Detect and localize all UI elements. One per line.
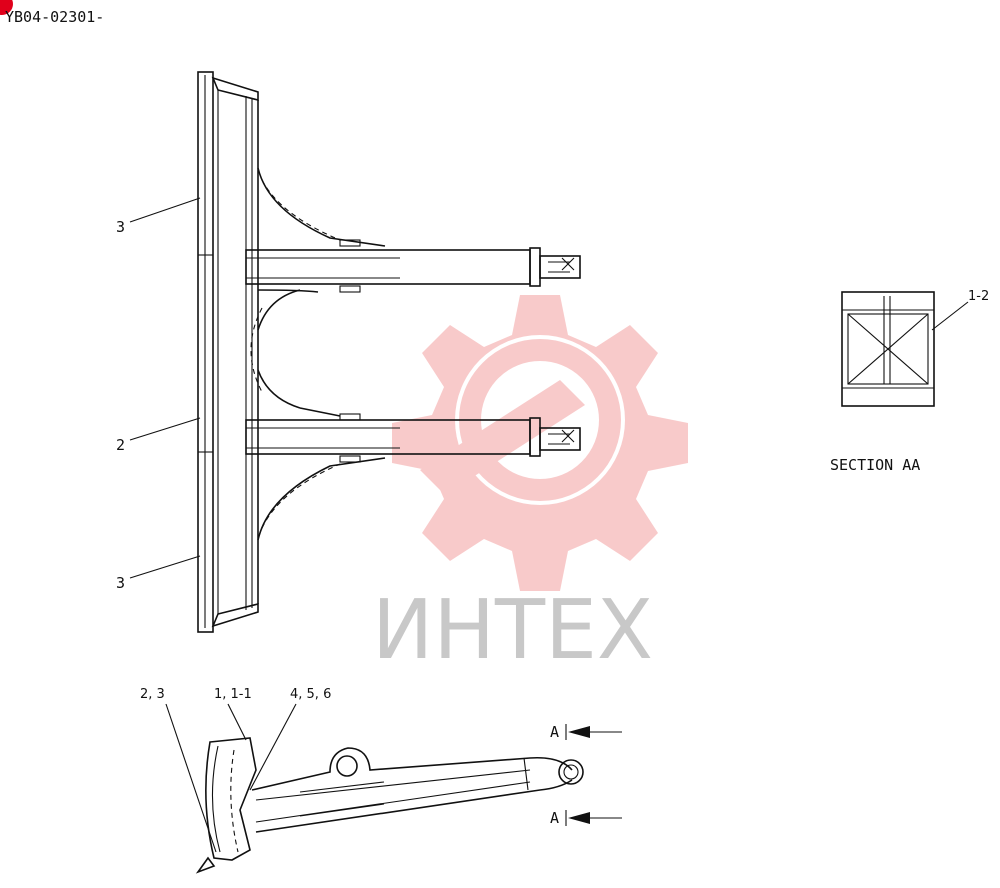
callout-4-5-6: 4, 5, 6 <box>290 687 331 702</box>
arrow-left-icon <box>568 726 590 738</box>
callout-2-3: 2, 3 <box>140 687 165 702</box>
arrow-left-icon <box>568 812 590 824</box>
callout-3-bottom: 3 <box>116 574 125 592</box>
callout-1: 1, 1-1 <box>214 687 252 702</box>
red-badge-icon <box>0 0 13 15</box>
section-mark-a-top: A <box>550 723 559 741</box>
leader-line <box>129 417 201 441</box>
leader-line <box>931 301 969 331</box>
leader-line <box>165 703 217 853</box>
section-aa-drawing <box>841 291 935 407</box>
section-caption: SECTION AA <box>830 456 920 474</box>
doc-code: YB04-02301- <box>5 8 104 26</box>
callout-3-top: 3 <box>116 218 125 236</box>
section-callout: 1-2 <box>968 289 989 304</box>
top-view-drawing <box>197 71 581 633</box>
leader-line <box>249 703 297 791</box>
leader-line <box>129 197 201 223</box>
side-view-drawing <box>195 737 584 874</box>
watermark-text: ИНТЕХ <box>372 583 653 678</box>
leader-line <box>227 703 247 741</box>
callout-2: 2 <box>116 436 125 454</box>
leader-line <box>129 555 201 579</box>
section-mark-a-bottom: A <box>550 809 559 827</box>
